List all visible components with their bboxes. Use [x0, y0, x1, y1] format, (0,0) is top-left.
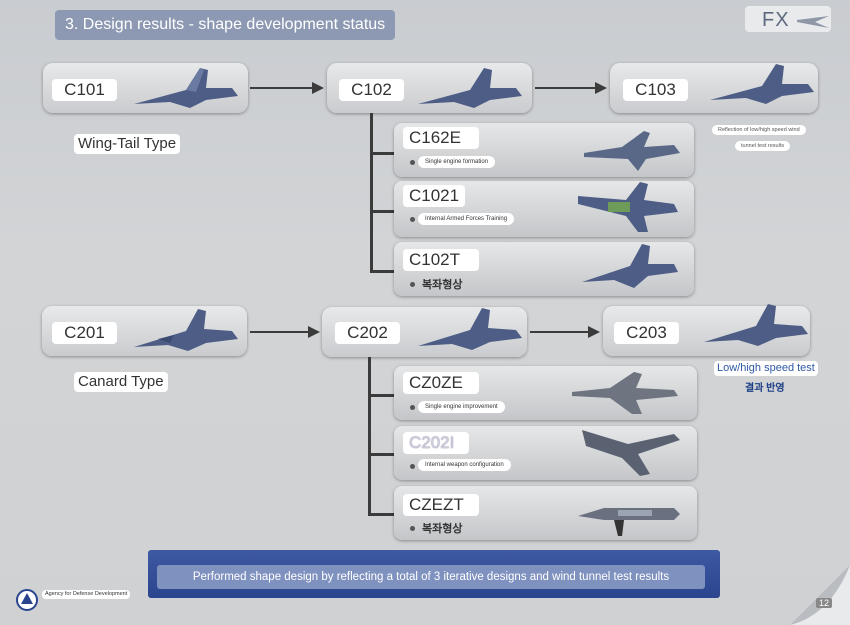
branch-line: [368, 513, 394, 516]
arrow-c201-c202: [250, 331, 312, 333]
c102-jet-icon: [418, 68, 522, 108]
agency-name: Agency for Defense Development: [42, 590, 131, 599]
czezt-jet-icon: [578, 508, 680, 536]
arrow-head-icon: [308, 326, 320, 338]
arrow-c101-c102: [250, 87, 315, 89]
canard-label: Canard Type: [74, 372, 168, 392]
footer-text: Performed shape design by reflecting a t…: [157, 565, 705, 589]
page-curl-icon: [790, 565, 850, 625]
c202i-jet-icon: [582, 430, 680, 476]
branch-line: [368, 394, 394, 397]
bullet-icon: [410, 217, 415, 222]
c103-note-1: Reflection of low/high speed wind: [712, 125, 806, 135]
c203-note-1: Low/high speed test: [714, 361, 818, 376]
c202-code: C202: [335, 322, 400, 344]
fx-logo-icon: [745, 6, 831, 32]
c101-code: C101: [52, 79, 117, 101]
c1021-jet-icon: [578, 182, 678, 232]
fx-logo-text: FX: [762, 9, 790, 31]
branch-line: [370, 113, 373, 273]
czezt-note: 복좌형상: [422, 523, 463, 535]
c203-code: C203: [614, 322, 679, 344]
arrow-head-icon: [312, 82, 324, 94]
c103-jet-icon: [710, 64, 814, 104]
c203-jet-icon: [704, 304, 808, 346]
bullet-icon: [410, 526, 415, 531]
arrow-c102-c103: [535, 87, 597, 89]
cz0ze-note: Single engine improvement: [418, 401, 505, 413]
c162e-code: C162E: [403, 127, 479, 149]
bullet-icon: [410, 160, 415, 165]
page-number: 12: [816, 598, 833, 608]
bullet-icon: [410, 405, 415, 410]
c102-code: C102: [339, 79, 404, 101]
branch-line: [370, 270, 394, 273]
arrow-c202-c203: [530, 331, 590, 333]
branch-line: [368, 453, 394, 456]
czezt-code: CZEZT: [403, 494, 479, 516]
c103-note-2: tunnel test results: [735, 141, 791, 151]
bullet-icon: [410, 464, 415, 469]
c103-code: C103: [623, 79, 688, 101]
branch-line: [368, 357, 371, 515]
c101-jet-icon: [134, 68, 238, 108]
c102t-jet-icon: [582, 244, 678, 288]
c1021-note: Internal Armed Forces Training: [418, 213, 515, 225]
c203-note-2: 결과 반영: [745, 383, 785, 394]
c102t-note: 복좌형상: [422, 279, 463, 291]
cz0ze-code: CZ0ZE: [403, 372, 479, 394]
c102t-code: C102T: [403, 249, 479, 271]
c202i-code: C202I: [403, 432, 469, 454]
agency-logo-icon: [16, 589, 38, 611]
arrow-head-icon: [595, 82, 607, 94]
c162e-jet-icon: [584, 131, 680, 171]
wing-tail-label: Wing-Tail Type: [74, 134, 181, 154]
c201-jet-icon: [134, 309, 238, 351]
branch-line: [370, 210, 394, 213]
bullet-icon: [410, 282, 415, 287]
arrow-head-icon: [588, 326, 600, 338]
c162e-note: Single engine formation: [418, 156, 496, 168]
c202i-note: Internal weapon configuration: [418, 459, 511, 471]
c1021-code: C1021: [403, 185, 465, 207]
branch-line: [370, 152, 394, 155]
cz0ze-jet-icon: [572, 372, 678, 414]
slide-title: 3. Design results - shape development st…: [55, 10, 395, 40]
c202-jet-icon: [418, 308, 522, 350]
c201-code: C201: [52, 322, 117, 344]
